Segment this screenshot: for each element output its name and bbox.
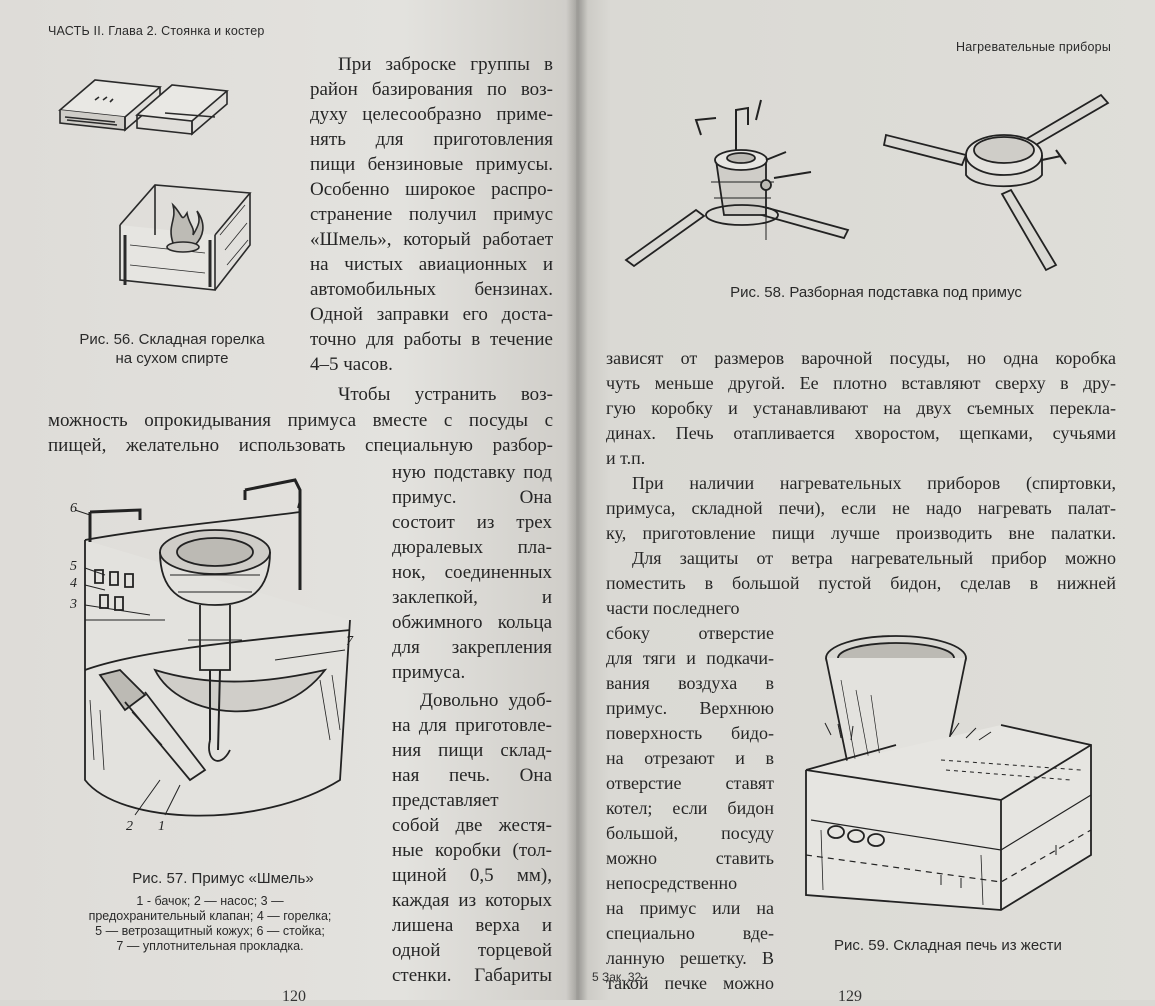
right-running-header: Нагревательные приборы xyxy=(956,40,1112,54)
text-line: специально вде- xyxy=(606,923,774,943)
legend-line: 1 - бачок; 2 — насос; 3 — xyxy=(136,894,284,908)
text-line: духу целесообразно приме- xyxy=(310,104,553,125)
text-line: дюралевых пла- xyxy=(392,537,552,558)
text-line: собой две жестя- xyxy=(392,815,552,836)
text-line: «Шмель», который работает xyxy=(310,229,553,250)
text-line: части последнего xyxy=(606,598,740,618)
text-line: примус. Она xyxy=(392,487,552,508)
text-line: непосредственно xyxy=(606,873,738,893)
legend-line: предохранительный клапан; 4 — горелка; xyxy=(88,909,332,923)
right-page: Нагревательные приборы xyxy=(576,0,1155,1005)
left-page-number: 120 xyxy=(282,988,306,1005)
text-line: нок, соединенных xyxy=(392,562,552,583)
text-line: поверхность бидо- xyxy=(606,723,774,743)
text-line: для тяги и подкачи- xyxy=(606,648,774,668)
text-line: на для приготовле- xyxy=(392,715,552,736)
text-line: автомобильных бензинах. xyxy=(310,279,553,300)
text-line: ку, приготовление пищи лучше производить… xyxy=(606,523,1116,543)
text-line: большой, посуду xyxy=(606,823,774,843)
figure-56-caption-line2: на сухом спирте xyxy=(115,350,229,367)
text-line: вания воздуха в xyxy=(606,673,774,693)
figure-59-caption: Рис. 59. Складная печь из жести xyxy=(834,937,1062,954)
text-line: на чистых авиационных и xyxy=(310,254,553,275)
text-line: нять для приготовления xyxy=(310,129,553,150)
text-line: Чтобы устранить воз- xyxy=(338,384,553,405)
text-line: щиной 0,5 мм), xyxy=(392,865,552,886)
text-line: примус. Верхнюю xyxy=(606,698,774,718)
part-label-2: 2 xyxy=(126,819,133,834)
text-line: При наличии нагревательных приборов (спи… xyxy=(632,473,1116,493)
figure-58-caption: Рис. 58. Разборная подставка под примус xyxy=(730,284,1022,301)
figure-57-legend: 1 - бачок; 2 — насос; 3 — предохранитель… xyxy=(40,894,380,954)
text-line: Одной заправки его доста- xyxy=(310,304,553,325)
part-label-5: 5 xyxy=(70,559,77,574)
text-line: сбоку отверстие xyxy=(606,623,774,643)
text-line: ланную решетку. В xyxy=(606,948,774,968)
text-line: гую коробку и устанавливают на двух съем… xyxy=(606,398,1116,418)
legend-line: 7 — уплотнительная прокладка. xyxy=(116,939,304,953)
text-line: При заброске группы в xyxy=(338,54,553,75)
text-line: поместить в большой пустой бидон, сделав… xyxy=(606,573,1116,593)
text-line: Довольно удоб- xyxy=(420,690,552,711)
part-label-7: 7 xyxy=(346,634,354,649)
text-line: котел; если бидон xyxy=(606,798,774,818)
text-line: стенки. Габариты xyxy=(392,965,552,986)
text-line: можно ставить xyxy=(606,848,774,868)
book-gutter xyxy=(566,0,588,1000)
text-line: пищи бензиновые примусы. xyxy=(310,154,553,175)
text-line: и т.п. xyxy=(606,448,646,468)
text-line: заклепкой, и xyxy=(392,587,552,608)
text-line: чуть меньше другой. Ее плотно вставляют … xyxy=(606,373,1116,393)
legend-line: 5 — ветрозащитный кожух; 6 — стойка; xyxy=(95,924,325,938)
text-line: пищей, желательно использовать специальн… xyxy=(48,435,553,456)
text-line: отверстие ставят xyxy=(606,773,774,793)
text-line: зависят от размеров варочной посуды, но … xyxy=(606,348,1116,368)
text-line: каждая из которых xyxy=(392,890,552,911)
right-page-number: 129 xyxy=(838,988,862,1005)
part-label-1: 1 xyxy=(158,819,165,834)
text-line: Особенно широкое распро- xyxy=(310,179,553,200)
text-line: странение получил примус xyxy=(310,204,553,225)
figure-56-caption-line1: Рис. 56. Складная горелка xyxy=(79,331,265,348)
text-line: ная печь. Она xyxy=(392,765,552,786)
figure-58-illustration xyxy=(616,90,1116,280)
text-line: динах. Печь отапливается хворостом, щепк… xyxy=(606,423,1116,443)
left-page: ЧАСТЬ II. Глава 2. Стоянка и костер xyxy=(0,0,576,1005)
text-line: обжимного кольца xyxy=(392,612,552,633)
text-line: на отрезают и в xyxy=(606,748,774,768)
text-line: ную подставку под xyxy=(392,462,552,483)
text-line: на примус или на xyxy=(606,898,774,918)
text-line: точно для работы в течение xyxy=(310,329,553,350)
figure-59-illustration xyxy=(801,620,1101,920)
text-line: ния пищи склад- xyxy=(392,740,552,761)
text-line: примуса. xyxy=(392,662,466,683)
figure-56-caption: Рис. 56. Складная горелка на сухом спирт… xyxy=(52,330,292,368)
text-line: состоит из трех xyxy=(392,512,552,533)
text-line: для закрепления xyxy=(392,637,552,658)
figure-57-illustration: 6 5 4 3 7 2 1 xyxy=(69,480,354,834)
text-line: лишена верха и xyxy=(392,915,552,936)
text-line: ные коробки (тол- xyxy=(392,840,552,861)
figure-56-illustration xyxy=(55,75,285,315)
text-line: представляет xyxy=(392,790,499,811)
text-line: район базирования по воз- xyxy=(310,79,553,100)
text-line: Для защиты от ветра нагревательный прибо… xyxy=(632,548,1116,568)
text-line: примуса, складной печи), если не надо на… xyxy=(606,498,1116,518)
text-line: можность опрокидывания примуса вместе с … xyxy=(48,410,553,431)
part-label-6: 6 xyxy=(70,501,77,516)
text-line: 4–5 часов. xyxy=(310,354,393,375)
text-line: такой печке можно xyxy=(606,973,774,993)
text-line: одной торцевой xyxy=(392,940,552,961)
left-running-header: ЧАСТЬ II. Глава 2. Стоянка и костер xyxy=(48,24,265,38)
footer-mark: 5 Зак. 32 xyxy=(592,970,642,984)
part-label-3: 3 xyxy=(69,597,77,612)
part-label-4: 4 xyxy=(70,576,77,591)
figure-57-caption: Рис. 57. Примус «Шмель» xyxy=(132,870,314,887)
